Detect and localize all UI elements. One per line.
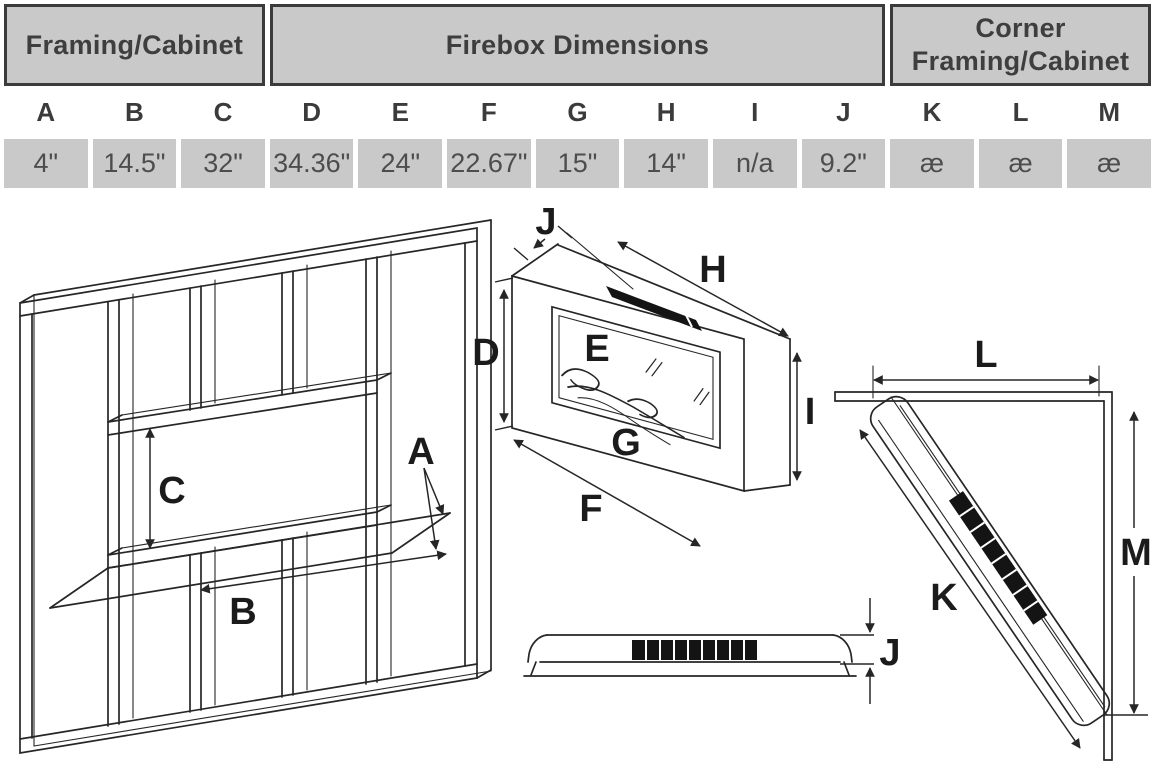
header-group-firebox-dimensions: Firebox Dimensions xyxy=(269,4,886,86)
firebox-dim-label-i: I xyxy=(805,391,816,433)
corner-install-diagram: L M K xyxy=(834,334,1152,761)
dimension-value-l: æ xyxy=(978,139,1063,188)
dimension-value-m: æ xyxy=(1067,139,1151,188)
column-letter-k: K xyxy=(922,97,942,127)
dimension-value-d: 34.36" xyxy=(269,139,354,188)
dimension-value-j: 9.2" xyxy=(801,139,886,188)
framing-dim-label-c: C xyxy=(158,470,185,512)
column-letter-l: L xyxy=(1012,97,1029,127)
firebox-dim-label-d: D xyxy=(472,332,499,374)
column-letter-j: J xyxy=(836,97,851,127)
dimension-value-a: 4" xyxy=(4,139,88,188)
firebox-diagram: J H D I F E G xyxy=(472,201,816,547)
column-letter-h: H xyxy=(656,97,676,127)
corner-dim-label-m: M xyxy=(1120,532,1152,574)
installation-diagrams: C B A J xyxy=(19,201,1152,761)
dimension-value-f: 22.67" xyxy=(447,139,531,188)
framing-dim-label-a: A xyxy=(407,431,434,473)
dimension-value-g: 15" xyxy=(535,139,620,188)
firebox-dim-label-h: H xyxy=(699,249,726,291)
corner-dim-label-k: K xyxy=(930,577,958,619)
dimension-value-b: 14.5" xyxy=(92,139,177,188)
column-letter-c: C xyxy=(213,97,233,127)
firebox-dim-label-g: G xyxy=(611,422,641,464)
column-letter-m: M xyxy=(1098,97,1121,127)
firebox-dim-label-f: F xyxy=(579,488,602,530)
dimension-value-h: 14" xyxy=(624,139,708,188)
column-letter-g: G xyxy=(567,97,588,127)
dimension-value-e: 24" xyxy=(358,139,443,188)
dimension-value-c: 32" xyxy=(181,139,265,188)
firebox-dim-label-e: E xyxy=(584,328,609,370)
column-letter-b: B xyxy=(125,97,144,127)
firebox-dim-label-j: J xyxy=(535,201,556,243)
column-letter-a: A xyxy=(36,97,56,127)
column-letter-d: D xyxy=(302,97,322,127)
column-letter-e: E xyxy=(391,97,409,127)
wall-framing-diagram: C B A xyxy=(19,219,492,755)
column-letter-f: F xyxy=(480,97,497,127)
header-group-framing-cabinet: Framing/Cabinet xyxy=(4,4,265,86)
framing-dim-label-b: B xyxy=(229,591,256,633)
dimension-value-i: n/a xyxy=(712,139,797,188)
profile-diagram: J xyxy=(523,598,901,704)
dimension-value-k: æ xyxy=(890,139,974,188)
dimensions-table: Framing/Cabinet Firebox Dimensions Corne… xyxy=(0,0,1156,188)
header-group-corner-framing-cabinet: Corner Framing/Cabinet xyxy=(890,4,1151,86)
column-letter-i: I xyxy=(751,97,759,127)
profile-dim-label-j: J xyxy=(879,632,900,674)
corner-dim-label-l: L xyxy=(974,334,997,376)
